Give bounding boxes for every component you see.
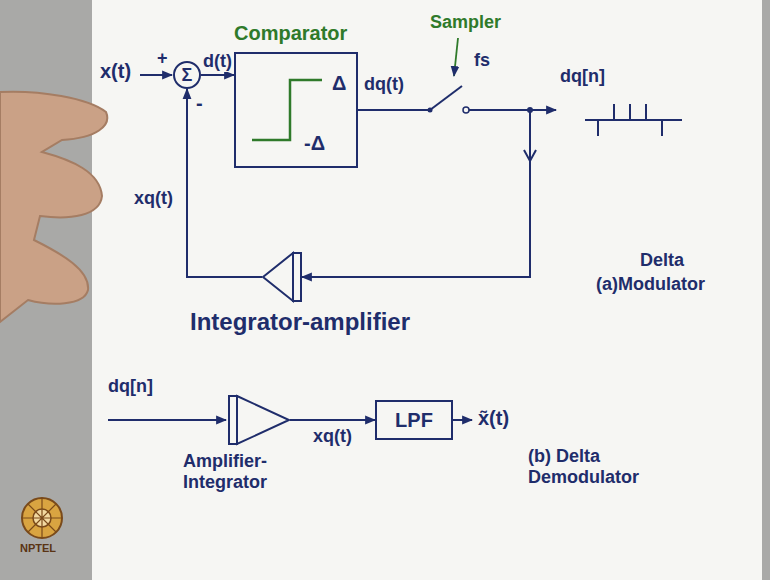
switch-contact (463, 107, 469, 113)
block-heading: Comparator (234, 22, 347, 45)
logo-text: NPTEL (20, 542, 56, 555)
summing-junction: Σ (173, 61, 201, 89)
signal-wire (201, 74, 234, 76)
triangle-outline (237, 396, 289, 444)
signal-label: xq(t) (311, 426, 354, 447)
signal-label: x̃(t) (478, 407, 509, 430)
signal-wire (302, 110, 530, 277)
level-label: Δ (332, 72, 346, 95)
lpf-box: LPF (375, 400, 453, 440)
block-name: LPF (395, 409, 433, 432)
shape-outline (228, 395, 290, 445)
amplifier-integrator-symbol: Amplifier- Integrator (228, 395, 290, 445)
caption-text: (a)Modulator (596, 274, 705, 295)
sign-label: - (196, 92, 203, 115)
block-name: Amplifier- Integrator (183, 451, 301, 492)
hand (0, 92, 107, 322)
circle-outline (174, 62, 200, 88)
impulse-train (585, 104, 682, 136)
signal-wire (290, 419, 375, 421)
input-wire (140, 74, 172, 76)
signal-label: dq[n] (560, 66, 605, 87)
integrator-bar (293, 253, 301, 301)
sum-symbol: Σ (182, 65, 193, 86)
block-heading: Sampler (430, 12, 501, 33)
integrator-bar (229, 396, 237, 444)
block-name: Integrator-amplifier (190, 308, 410, 336)
switch-blade (430, 86, 462, 110)
signal-label: x(t) (100, 60, 131, 83)
caption-text: Delta (640, 250, 684, 271)
signal-label: fs (474, 50, 490, 71)
input-wire (108, 419, 226, 421)
signal-label: d(t) (201, 51, 234, 72)
nptel-emblem (22, 498, 62, 538)
signal-wire (187, 89, 262, 277)
sampler-leader (454, 38, 458, 76)
signal-label: dq[n] (108, 376, 153, 397)
triangle-outline (263, 253, 293, 301)
integrator-amplifier-symbol: Integrator-amplifier (262, 252, 302, 302)
paper-sheet (92, 0, 762, 580)
sign-label: + (157, 48, 168, 69)
level-label: -Δ (304, 132, 325, 155)
output-wire (453, 419, 472, 421)
caption-text: (b) Delta Demodulator (528, 446, 663, 487)
output-wire (530, 109, 556, 111)
shape-outline (262, 252, 302, 302)
signal-label: xq(t) (132, 188, 175, 209)
comparator-box: ComparatorΔ-Δ (234, 52, 358, 168)
comparator-step-symbol (252, 80, 322, 140)
signal-label: dq(t) (364, 74, 404, 95)
